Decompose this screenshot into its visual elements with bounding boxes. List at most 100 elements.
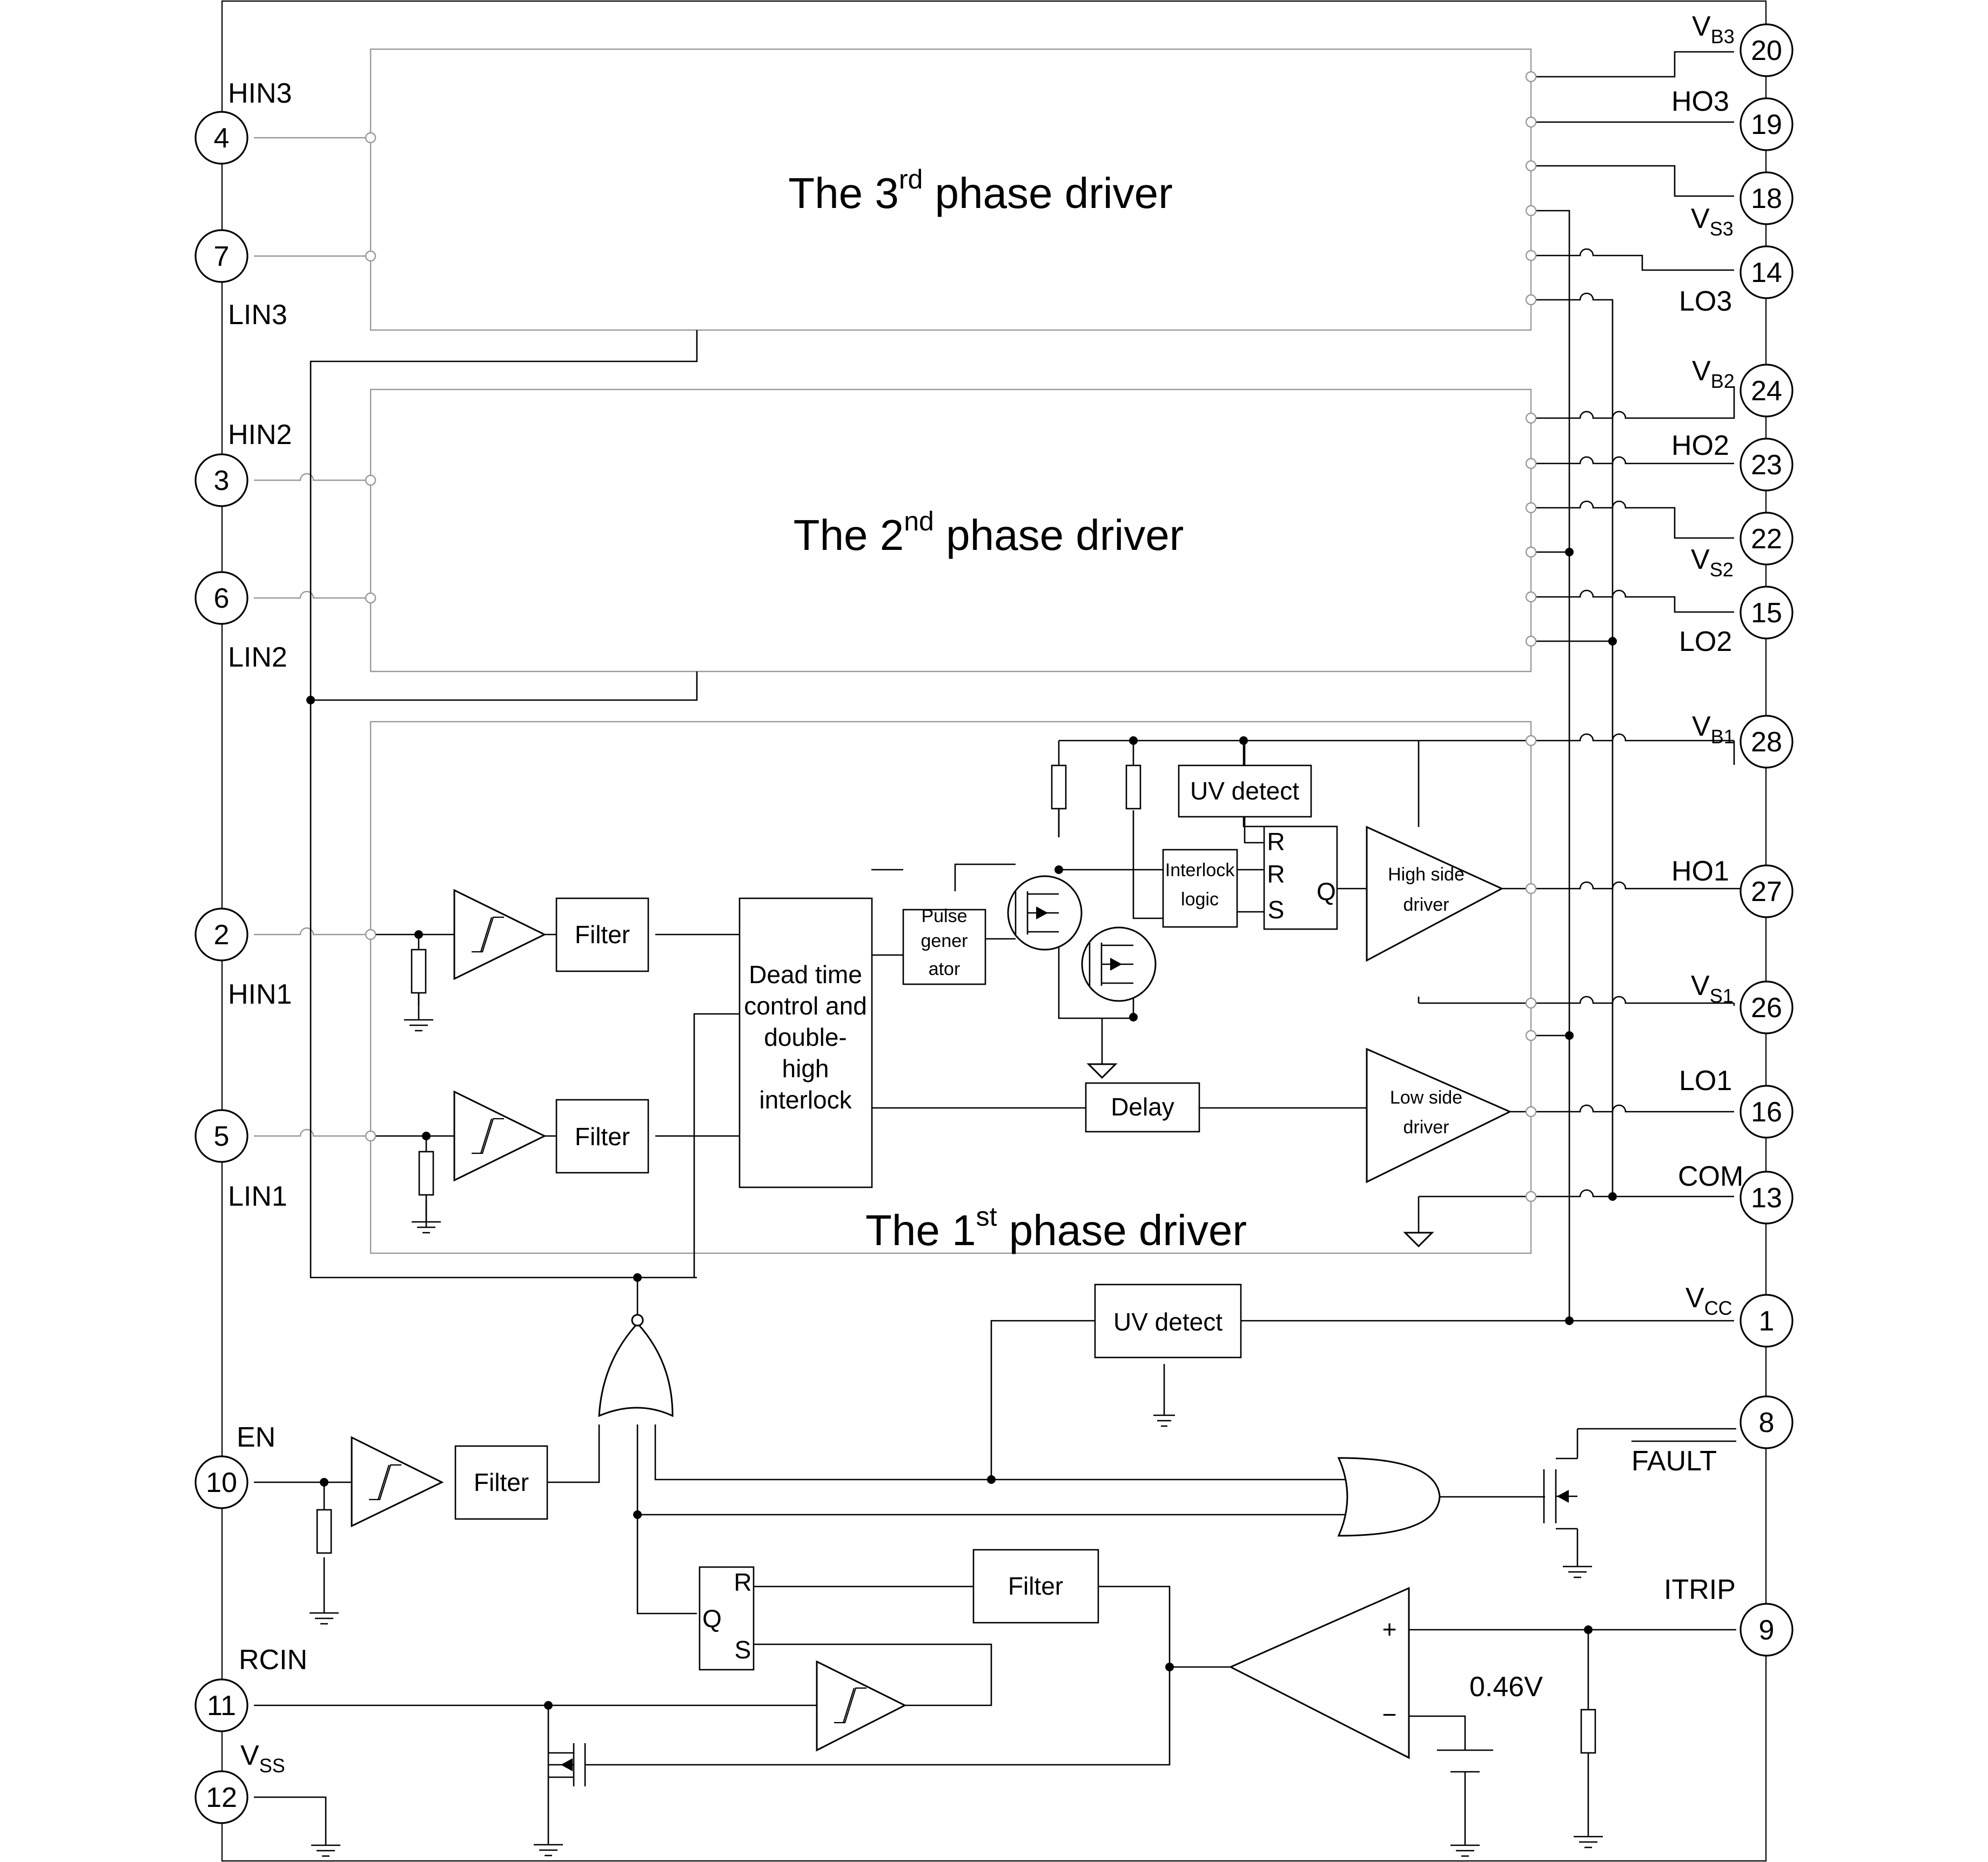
vss-ground: [311, 1844, 340, 1857]
pin-10: 10: [194, 1455, 249, 1509]
junction-dots: [306, 548, 1617, 1710]
pin-8-label: FAULT: [1631, 1446, 1717, 1477]
phase3-driver-block: [370, 48, 1532, 331]
svg-text:20: 20: [1751, 35, 1782, 66]
dead-time-label-2: control and: [744, 992, 867, 1020]
delay-block: [1085, 1082, 1200, 1133]
svg-text:12: 12: [206, 1782, 237, 1813]
dead-time-label-5: interlock: [759, 1086, 852, 1114]
level-shift-mosfet-2: [1081, 926, 1157, 1002]
svg-text:8: 8: [1759, 1407, 1775, 1438]
itrip-filter: [972, 1549, 1099, 1624]
pin-19-label: HO3: [1671, 86, 1729, 117]
svg-text:24: 24: [1751, 375, 1782, 407]
low-side-ground-symbol: [1403, 1232, 1434, 1248]
en-pulldown-resistor: [310, 1509, 339, 1625]
low-side-driver: [1366, 1047, 1512, 1184]
lin1-filter: [555, 1099, 649, 1174]
pin-11: 11: [194, 1678, 249, 1732]
rcin-schmitt-trigger: [816, 1660, 907, 1752]
pin-11-label: RCIN: [239, 1644, 307, 1676]
pin-6: 6: [194, 571, 249, 625]
interlock-logic-block: [1162, 849, 1238, 928]
pin-22: 22: [1740, 512, 1794, 566]
pin-9: 9: [1740, 1603, 1794, 1657]
pin-14: 14: [1740, 245, 1794, 299]
dead-time-label-4: high: [782, 1054, 829, 1083]
uv-detect-high-side-label: UV detect: [1190, 777, 1299, 805]
en-filter: [454, 1445, 548, 1520]
pulse-gen-label-2: gener: [921, 931, 968, 951]
svg-text:3: 3: [214, 465, 230, 496]
fault-or-gate: [1337, 1457, 1441, 1537]
mosfet-ground-symbol: [1086, 1018, 1118, 1079]
fault-mosfet: [1543, 1457, 1592, 1578]
reference-battery: [1437, 1749, 1493, 1857]
interlock-label-1: Interlock: [1165, 860, 1235, 880]
itrip-latch: [699, 1566, 755, 1671]
pin-24-label: VB2: [1692, 355, 1735, 392]
pin-12: 12: [194, 1770, 249, 1824]
pin-14-label: LO3: [1679, 286, 1732, 317]
itrip-latch-q: Q: [702, 1604, 722, 1632]
pulse-gen-label-3: ator: [929, 959, 961, 979]
high-side-label-2: driver: [1403, 895, 1449, 915]
pin-15-label: LO2: [1679, 626, 1732, 657]
dead-time-control-block: [738, 897, 873, 1188]
itrip-filter-label: Filter: [1008, 1572, 1063, 1600]
pin-4-label: HIN3: [228, 78, 292, 109]
pin-9-label: ITRIP: [1664, 1574, 1736, 1605]
pin-1: 1: [1740, 1294, 1794, 1348]
level-shift-resistor-2: [1125, 764, 1141, 810]
pulse-generator: [902, 909, 986, 985]
svg-text:1: 1: [1759, 1306, 1775, 1337]
pin-20: 20: [1740, 23, 1794, 77]
latch-s: S: [1268, 896, 1285, 924]
svg-text:6: 6: [214, 583, 230, 614]
pin-6-label: LIN2: [228, 642, 287, 673]
latch-r1: R: [1267, 828, 1285, 856]
low-side-label-2: driver: [1403, 1117, 1449, 1138]
pin-7-label: LIN3: [228, 299, 287, 331]
hin1-filter: [555, 897, 649, 972]
latch-r2: R: [1267, 860, 1285, 888]
pin-23-label: HO2: [1671, 430, 1729, 461]
svg-text:18: 18: [1751, 183, 1782, 214]
svg-text:26: 26: [1751, 992, 1782, 1024]
itrip-latch-s: S: [735, 1636, 751, 1664]
svg-text:11: 11: [207, 1690, 236, 1722]
rcin-mosfet: [534, 1743, 586, 1857]
lin1-schmitt-trigger: [453, 1090, 547, 1182]
pin-26-label: VS1: [1691, 970, 1734, 1007]
pin-7: 7: [194, 229, 249, 283]
itrip-comparator: [1228, 1587, 1410, 1759]
lin1-pulldown-resistor: [412, 1151, 441, 1234]
pin-22-label: VS2: [1691, 544, 1734, 581]
svg-text:5: 5: [214, 1121, 230, 1152]
comparator-minus: −: [1382, 1700, 1397, 1729]
level-shift-resistor-1: [1051, 764, 1067, 810]
pin-24: 24: [1740, 364, 1794, 418]
pin-13: 13: [1740, 1171, 1794, 1225]
svg-text:19: 19: [1751, 109, 1782, 140]
phase-block-terminals: [365, 71, 1537, 1202]
uv-detect-ground: [1153, 1414, 1175, 1427]
svg-text:9: 9: [1759, 1615, 1775, 1646]
itrip-resistor: [1574, 1709, 1603, 1848]
pin-16-label: LO1: [1679, 1065, 1732, 1097]
uv-detect-vcc-label: UV detect: [1113, 1308, 1223, 1336]
pin-15: 15: [1740, 586, 1794, 640]
en-schmitt-trigger: [351, 1436, 444, 1528]
pin-3-label: HIN2: [228, 419, 292, 451]
svg-text:22: 22: [1751, 523, 1782, 555]
hin1-schmitt-trigger: [453, 889, 547, 980]
pin-13-label: COM: [1678, 1161, 1743, 1192]
delay-label: Delay: [1111, 1093, 1174, 1121]
pin-27: 27: [1740, 864, 1794, 918]
comparator-plus: +: [1382, 1615, 1397, 1643]
pin-18: 18: [1740, 171, 1794, 225]
phase2-driver-block: [370, 388, 1532, 673]
pin-20-label: VB3: [1692, 11, 1735, 48]
dead-time-label-3: double-: [764, 1023, 847, 1051]
hin1-filter-label: Filter: [575, 920, 630, 949]
